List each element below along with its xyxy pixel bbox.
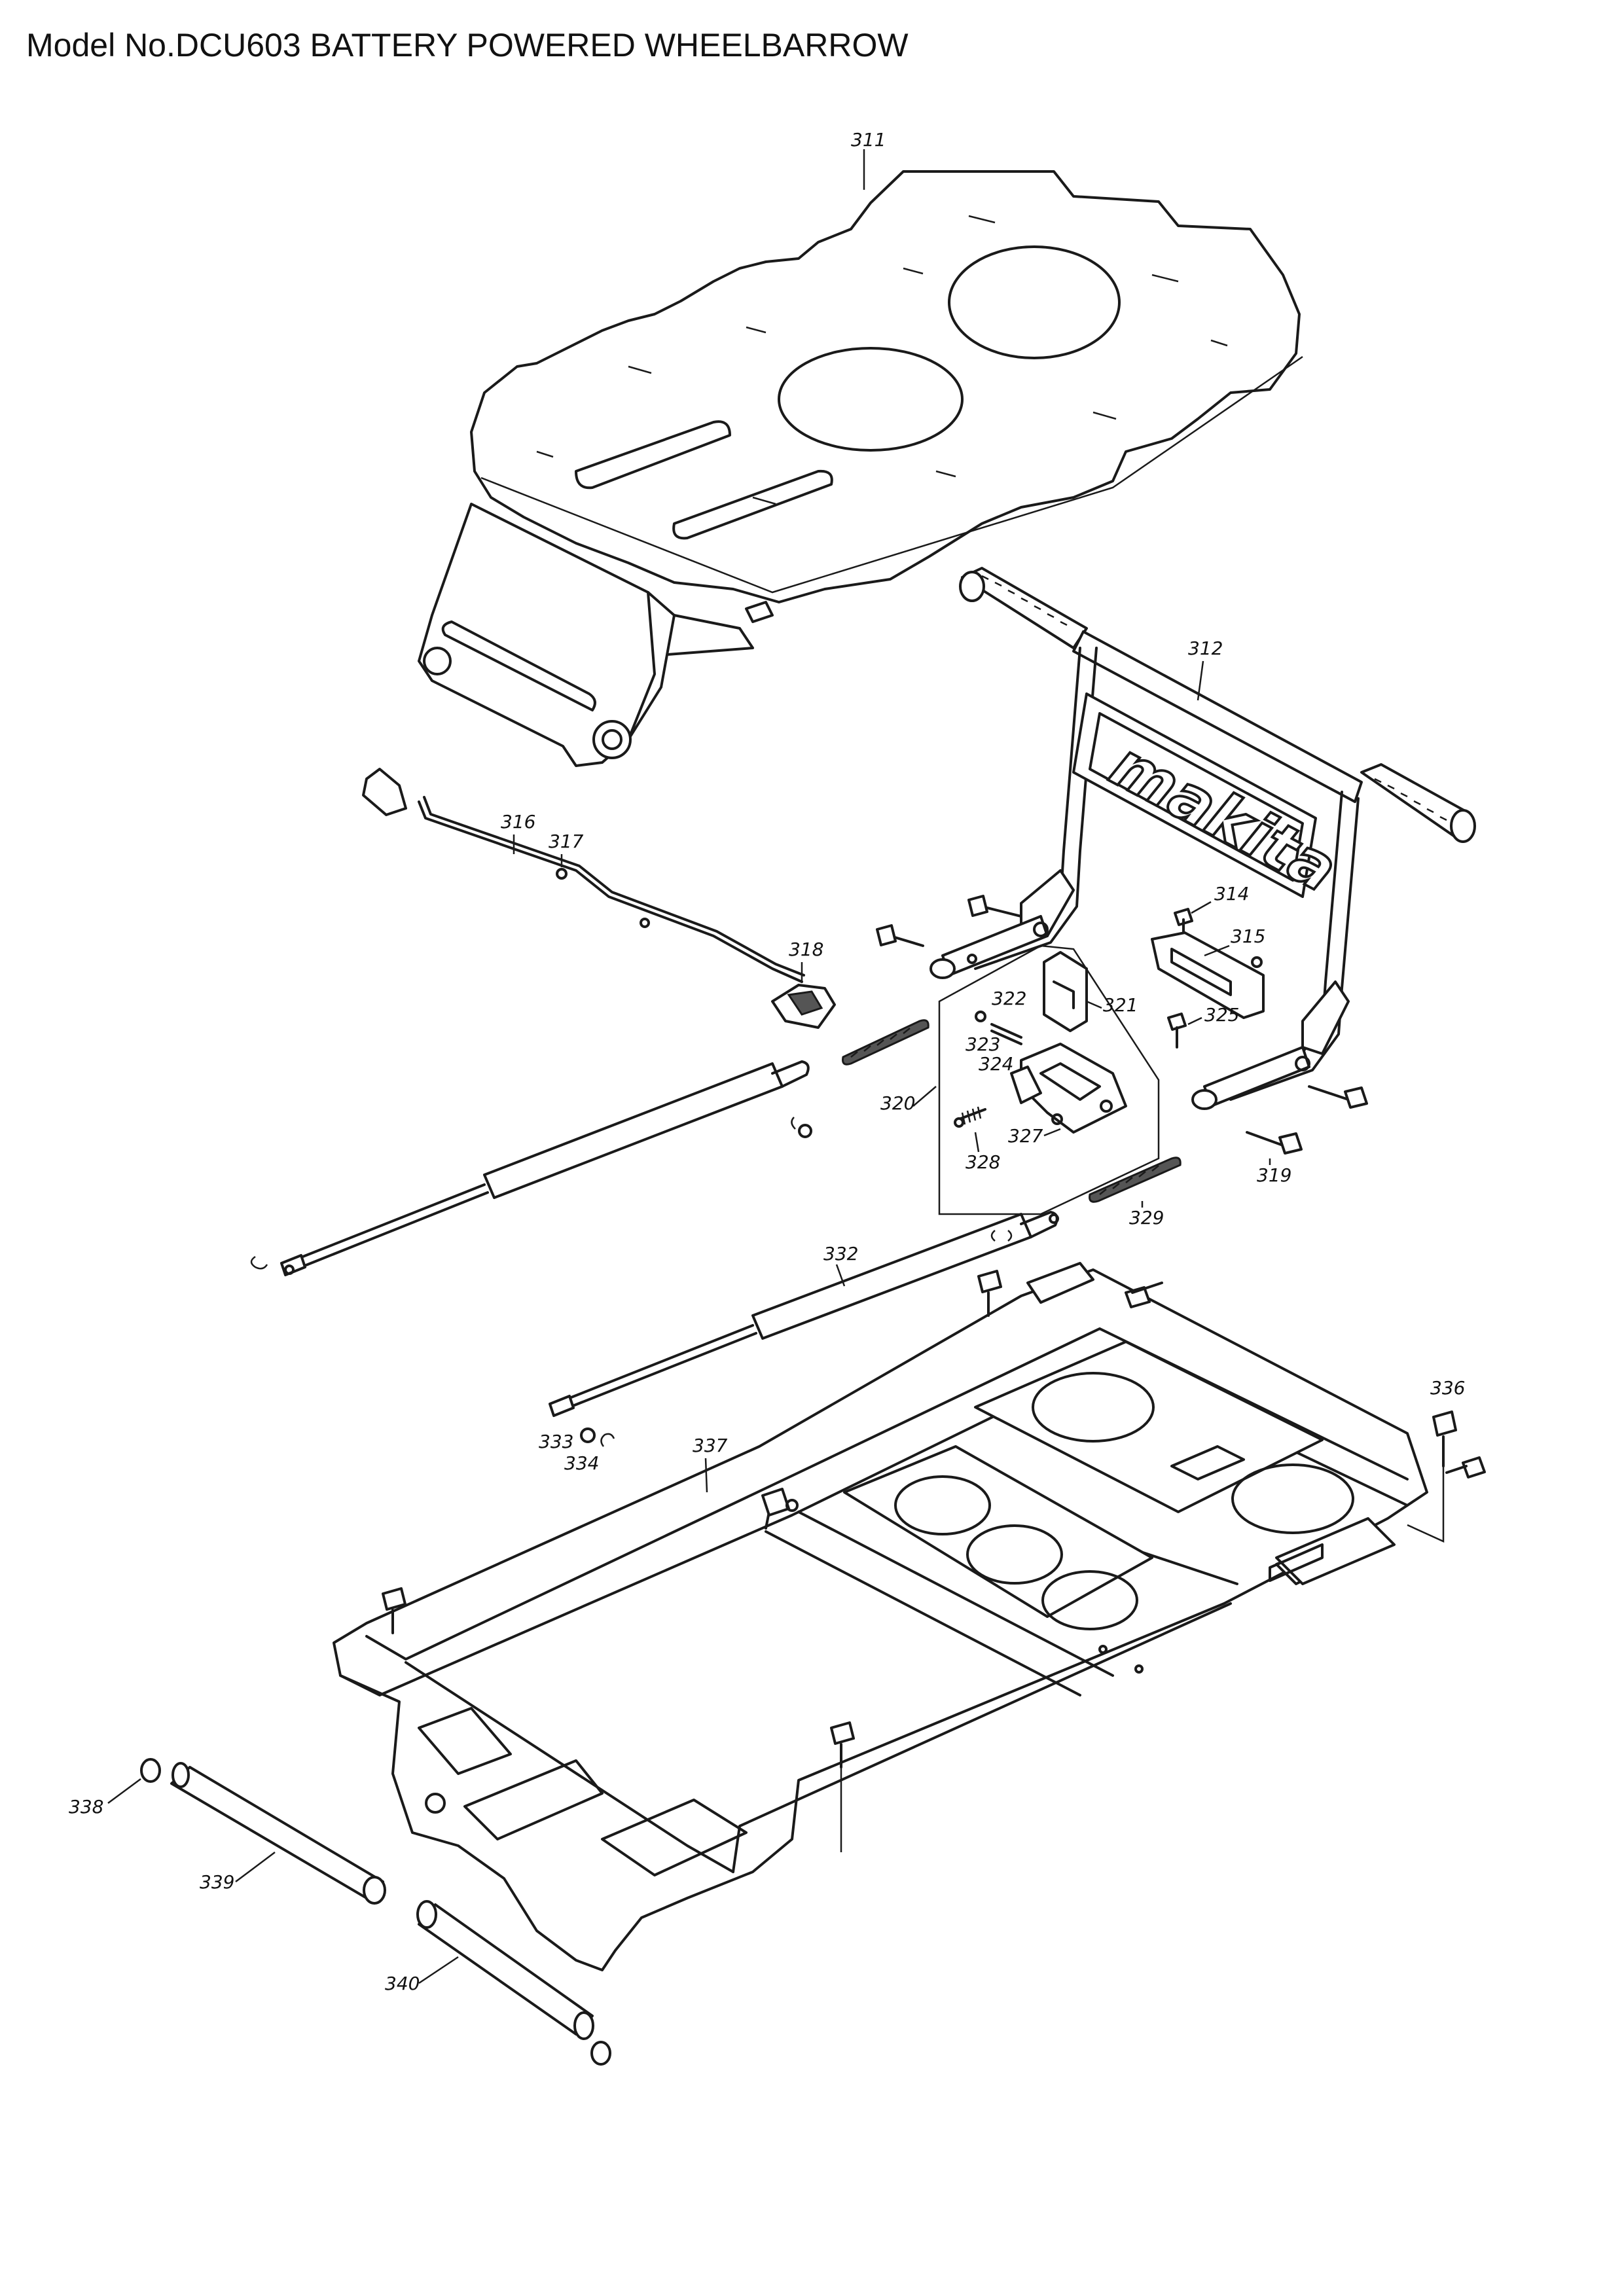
part-322-ring <box>975 1011 986 1022</box>
part-340-axle-tube <box>416 1900 594 2040</box>
callout-314: 314 <box>1214 883 1249 905</box>
part-333-washer <box>580 1427 596 1443</box>
part-328-spring <box>954 1106 986 1128</box>
callout-329: 329 <box>1129 1207 1164 1229</box>
callout-332: 332 <box>823 1243 858 1265</box>
part-314-screw <box>1174 908 1193 937</box>
callout-315: 315 <box>1231 925 1265 947</box>
part-316-link-rod <box>362 768 805 983</box>
callout-337: 337 <box>693 1435 728 1456</box>
part-319-bolt <box>876 895 1368 1155</box>
part-334-clip <box>600 1433 615 1447</box>
callout-311: 311 <box>851 129 886 151</box>
part-327-latch-lever <box>1010 1066 1042 1104</box>
callout-321: 321 <box>1103 994 1138 1016</box>
callout-317: 317 <box>549 831 584 852</box>
callout-336: 336 <box>1430 1377 1465 1399</box>
callout-324: 324 <box>979 1053 1013 1075</box>
part-329-foot-pad <box>842 1019 1182 1203</box>
part-318-rod-end <box>771 984 836 1029</box>
callout-328: 328 <box>965 1151 1000 1173</box>
callout-312: 312 <box>1188 637 1223 659</box>
part-321-latch-plate <box>1043 951 1088 1032</box>
callout-325: 325 <box>1204 1004 1239 1026</box>
callout-318: 318 <box>789 939 823 960</box>
callout-316: 316 <box>501 811 535 833</box>
part-339-axle-tube <box>170 1762 386 1905</box>
part-323-pin <box>990 1023 1022 1045</box>
part-325-screw <box>1167 1013 1187 1049</box>
part-336-bolt <box>1407 1410 1486 1543</box>
callout-319: 319 <box>1257 1164 1291 1186</box>
page-title: Model No.DCU603 BATTERY POWERED WHEELBAR… <box>26 27 909 63</box>
frame-bolts <box>382 1270 1163 1852</box>
callout-334: 334 <box>564 1452 599 1474</box>
part-332-gas-strut <box>549 1211 1059 1417</box>
part-324-latch-body <box>1020 1043 1127 1134</box>
part-315-latch-bracket <box>1151 931 1265 1019</box>
callout-327: 327 <box>1008 1125 1043 1147</box>
part-338-ring <box>140 1758 611 2066</box>
part-320-latch-assembly <box>912 944 1160 1215</box>
callout-338: 338 <box>69 1796 103 1818</box>
part-317-clip <box>556 868 650 928</box>
callout-333: 333 <box>539 1431 573 1452</box>
gas-strut-upper <box>250 1060 812 1276</box>
callout-322: 322 <box>992 988 1026 1009</box>
callout-340: 340 <box>385 1973 420 1994</box>
callout-323: 323 <box>965 1033 1000 1055</box>
part-311-top-deck-plate <box>418 170 1303 767</box>
part-337-base-frame <box>333 1262 1428 1971</box>
callout-320: 320 <box>880 1092 915 1114</box>
callout-339: 339 <box>200 1871 234 1893</box>
